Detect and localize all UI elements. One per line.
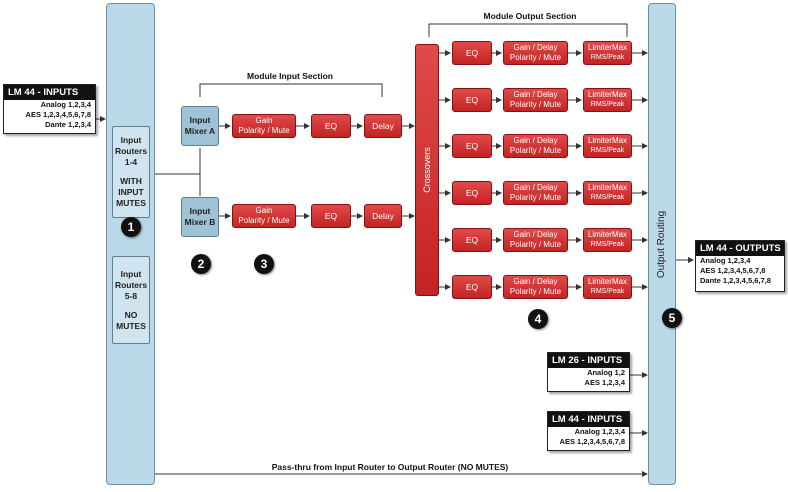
marker-1: 1	[121, 217, 141, 237]
marker-5: 5	[662, 308, 682, 328]
lm44-inputs-bottom-tag: LM 44 - INPUTS Analog 1,2,3,4 AES 1,2,3,…	[547, 411, 630, 451]
eq-a[interactable]: EQ	[311, 114, 351, 138]
output-eq-5[interactable]: EQ	[452, 228, 492, 252]
output-section-bracket	[428, 23, 628, 37]
input-routers-1-4[interactable]: Input Routers 1-4 WITH INPUT MUTES	[112, 126, 150, 218]
passthru-label: Pass-thru from Input Router to Output Ro…	[271, 462, 509, 472]
lm44-inputs-tag: LM 44 - INPUTS Analog 1,2,3,4 AES 1,2,3,…	[3, 84, 96, 134]
output-eq-6[interactable]: EQ	[452, 275, 492, 299]
lm44-input-analog: Analog 1,2,3,4	[40, 100, 91, 109]
output-routing-column: Output Routing	[648, 3, 676, 485]
output-eq-2[interactable]: EQ	[452, 88, 492, 112]
output-eq-1[interactable]: EQ	[452, 41, 492, 65]
lm44-input-aes: AES 1,2,3,4,5,6,7,8	[25, 110, 91, 119]
input-routers-5-8[interactable]: Input Routers 5-8 NO MUTES	[112, 256, 150, 344]
output-eq-4[interactable]: EQ	[452, 181, 492, 205]
delay-b[interactable]: Delay	[364, 204, 402, 228]
lm44-outputs-title: LM 44 - OUTPUTS	[696, 241, 784, 256]
lm44-inputs-title: LM 44 - INPUTS	[4, 85, 95, 100]
lm26-inputs-title: LM 26 - INPUTS	[548, 353, 629, 368]
crossovers-block[interactable]: Crossovers	[415, 44, 439, 296]
lm44-outputs-tag: LM 44 - OUTPUTS Analog 1,2,3,4 AES 1,2,3…	[695, 240, 785, 292]
input-section-bracket	[199, 83, 383, 97]
output-chains	[439, 50, 648, 290]
output-eq-3[interactable]: EQ	[452, 134, 492, 158]
module-input-section-label: Module Input Section	[247, 71, 333, 81]
marker-4: 4	[528, 309, 548, 329]
marker-2: 2	[191, 254, 211, 274]
input-router-column	[106, 3, 155, 485]
lm44-inputs-bottom-title: LM 44 - INPUTS	[548, 412, 629, 427]
lm44-input-dante: Dante 1,2,3,4	[45, 120, 91, 129]
delay-a[interactable]: Delay	[364, 114, 402, 138]
marker-3: 3	[254, 254, 274, 274]
module-output-section-label: Module Output Section	[483, 11, 577, 21]
eq-b[interactable]: EQ	[311, 204, 351, 228]
lm26-inputs-tag: LM 26 - INPUTS Analog 1,2 AES 1,2,3,4	[547, 352, 630, 392]
